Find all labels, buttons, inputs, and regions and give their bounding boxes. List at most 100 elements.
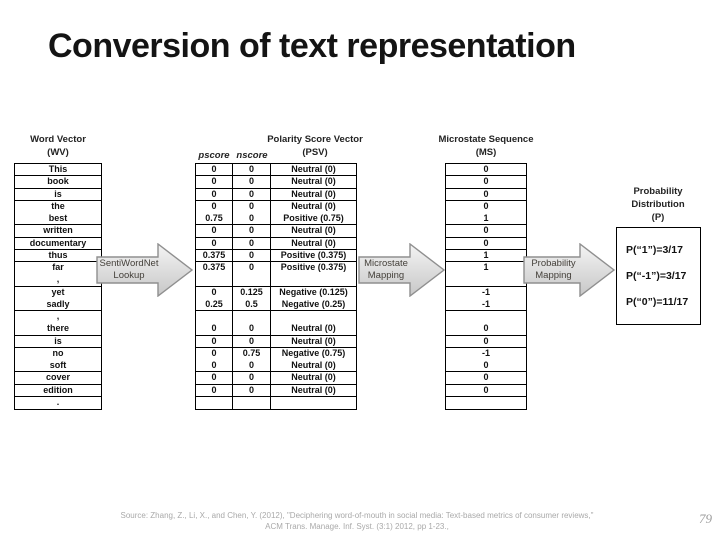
microstate-mapping-arrow: Microstate Mapping xyxy=(358,243,446,297)
psv-cell-line: Positive (0.375) xyxy=(280,262,347,273)
psv-cell-line: Positive (0.375) xyxy=(280,249,347,260)
microstate-cell-line: 0 xyxy=(483,372,489,383)
psv-header: Polarity Score Vector (PSV) xyxy=(250,133,380,159)
psv-cell-line: Neutral (0) xyxy=(291,164,336,175)
sentiwordnet-lookup-label: SentiWordNet Lookup xyxy=(99,258,159,281)
psv-pscore-cell: 0 xyxy=(196,164,233,176)
microstate-cell-line: 1 xyxy=(483,262,489,273)
psv-cell-line: Neutral (0) xyxy=(291,384,336,395)
psv-cell-line: 0 xyxy=(248,164,254,175)
word-vector-cell-line: sadly xyxy=(46,298,70,309)
psv-label-cell: Positive (0.375) xyxy=(271,250,356,261)
microstate-cell-line: 1 xyxy=(483,212,489,223)
word-vector-cell: written xyxy=(15,225,101,238)
word-vector-cell: book xyxy=(15,176,101,189)
nscore-label: nscore xyxy=(236,150,268,161)
word-vector-cell-line: cover xyxy=(45,372,71,383)
psv-cell-line: 0 xyxy=(248,225,254,236)
psv-label-cell: Neutral (0) xyxy=(271,385,356,396)
microstate-cell: 0 xyxy=(446,176,526,189)
microstate-cell-line: 0 xyxy=(483,225,489,236)
microstate-cell-line: 0 xyxy=(483,201,489,212)
psv-cell-line: 0.75 xyxy=(242,348,261,359)
word-vector-cell: documentary xyxy=(15,238,101,250)
microstate-cell-line xyxy=(446,397,526,409)
psv-label-cell: Neutral (0)Positive (0.75) xyxy=(271,201,356,225)
psv-label-cell: Neutral (0) xyxy=(271,238,356,249)
psv-cell-line xyxy=(196,311,232,323)
psv-cell-line: 0 xyxy=(248,212,254,223)
psv-nscore-cell xyxy=(233,396,271,409)
word-vector-cell-line: is xyxy=(54,188,62,199)
word-vector-header: Word Vector (WV) xyxy=(14,133,102,159)
microstate-cell: 0 xyxy=(446,164,526,177)
word-vector-cell-line: best xyxy=(48,212,68,223)
psv-cell-line: 0 xyxy=(211,164,217,175)
psv-pscore-cell xyxy=(196,396,233,409)
microstate-cell: 0 xyxy=(446,311,526,336)
word-vector-cell-line: far xyxy=(52,262,64,273)
pscore-label: pscore xyxy=(198,150,230,161)
psv-label-cell: Neutral (0) xyxy=(271,189,356,200)
psv-cell-line: Positive (0.75) xyxy=(283,212,344,223)
psv-cell-line: 0 xyxy=(248,372,254,383)
word-vector-header-line1: Word Vector xyxy=(30,134,86,145)
psv-pscore-cell: 0 xyxy=(196,372,233,384)
psv-cell-line: 0 xyxy=(211,335,217,346)
psv-cell-line: 0 xyxy=(248,384,254,395)
psv-label-cell: Negative (0.75)Neutral (0) xyxy=(271,348,356,372)
microstate-cell xyxy=(446,397,526,409)
sentiwordnet-lookup-arrow: SentiWordNet Lookup xyxy=(96,243,194,297)
probability-header-line2: Distribution xyxy=(631,199,685,210)
psv-cell-line: Negative (0.125) xyxy=(279,286,348,297)
prob-value-0: P(“0”)=11/17 xyxy=(626,296,689,308)
psv-cell-line: Neutral (0) xyxy=(291,225,336,236)
source-citation-line2: ACM Trans. Manage. Inf. Syst. (3:1) 2012… xyxy=(265,522,449,531)
psv-header-line1: Polarity Score Vector xyxy=(267,134,363,145)
psv-label-cell: Negative (0.125)Negative (0.25) xyxy=(271,287,356,311)
microstate-cell-line: 0 xyxy=(483,335,489,346)
word-vector-cell: is xyxy=(15,189,101,201)
psv-cell-line: 0 xyxy=(248,323,254,334)
psv-cell-line: 0 xyxy=(248,188,254,199)
microstate-cell-line: 0 xyxy=(483,176,489,187)
psv-cell-line: 0.5 xyxy=(245,298,258,309)
psv-cell-line: 0 xyxy=(248,359,254,370)
psv-score-column-labels: pscore nscore xyxy=(195,150,271,161)
psv-cell-line: Neutral (0) xyxy=(291,176,336,187)
psv-cell-line: 0 xyxy=(248,176,254,187)
word-vector-cell-line: thus xyxy=(48,249,68,260)
word-vector-cell-line: soft xyxy=(49,359,67,370)
microstate-cell: -1-1 xyxy=(446,287,526,311)
psv-nscore-cell: 0 xyxy=(233,164,271,176)
psv-cell-line: 0 xyxy=(211,237,217,248)
word-vector-cell-line: edition xyxy=(43,384,73,395)
psv-nscore-cell: 0 xyxy=(233,311,271,335)
microstate-header-line1: Microstate Sequence xyxy=(438,134,534,145)
psv-cell-line: 0 xyxy=(248,249,254,260)
psv-label-cell: Neutral (0) xyxy=(271,176,356,187)
word-vector-cell-line: This xyxy=(48,164,68,175)
microstate-cell: 0 xyxy=(446,385,526,397)
psv-cell-line: Neutral (0) xyxy=(291,323,336,334)
word-vector-cell-line: , xyxy=(56,311,60,322)
psv-cell-line xyxy=(233,397,270,409)
psv-label-cell: Neutral (0) xyxy=(271,225,356,236)
word-vector-cell: far, xyxy=(15,262,101,287)
psv-cell-line: Neutral (0) xyxy=(291,188,336,199)
word-vector-cell-line: yet xyxy=(51,286,65,297)
